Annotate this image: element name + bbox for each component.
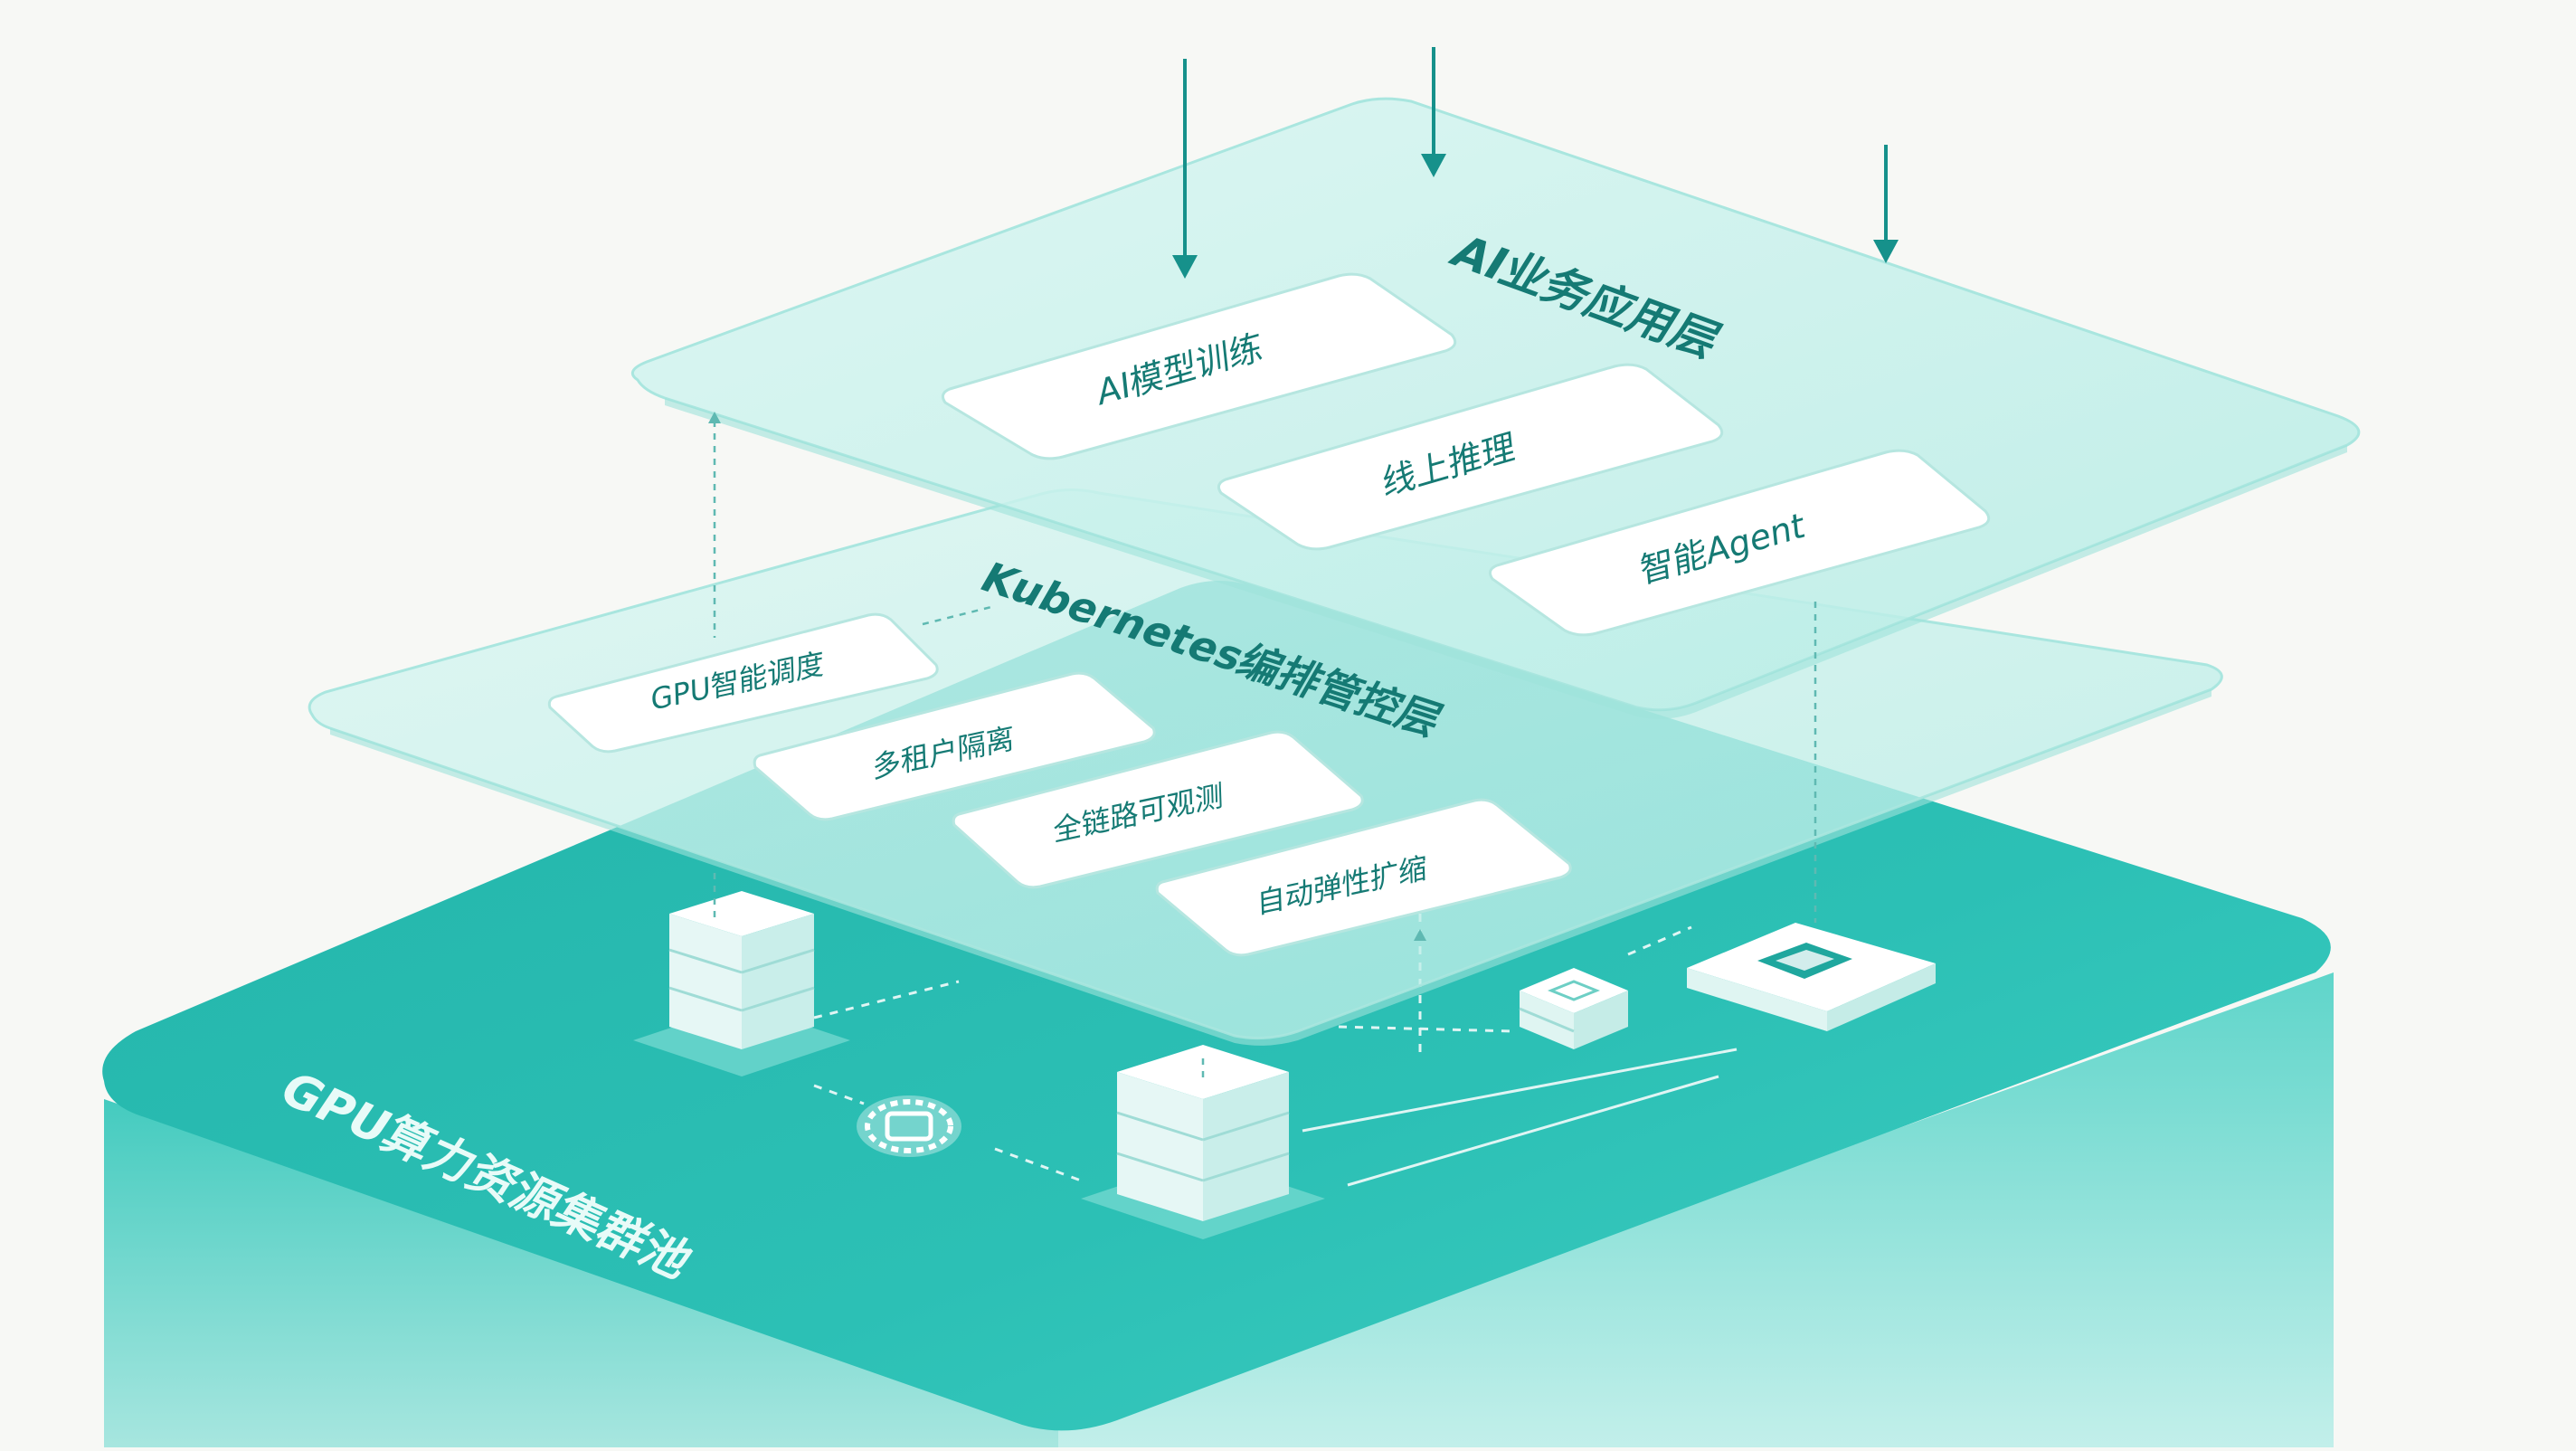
- floor-connectors: [813, 914, 1738, 1187]
- up-arrowheads: [708, 412, 1426, 941]
- module-card-observability[interactable]: 全链路可观测: [952, 730, 1364, 889]
- module-card-online-inference[interactable]: 线上推理: [1217, 363, 1724, 551]
- module-card-autoscaling[interactable]: 自动弹性扩缩: [1155, 798, 1572, 957]
- ai-application-layer: AI业务应用层 AI模型训练 线上推理 智能Agent: [630, 97, 2361, 719]
- layer-connectors: [713, 421, 1817, 1081]
- server-stack-icon: [633, 891, 850, 1076]
- connector-line: [1627, 925, 1692, 956]
- up-arrow-icon: [708, 412, 721, 423]
- gpu-chip-icon: [857, 1095, 961, 1157]
- module-card-gpu-scheduling[interactable]: GPU智能调度: [547, 612, 939, 754]
- module-card-smart-agent[interactable]: 智能Agent: [1488, 449, 1991, 637]
- up-arrow-icon: [1414, 929, 1426, 941]
- base-right-face: [1058, 972, 2334, 1447]
- connector-line: [1347, 1075, 1719, 1187]
- incoming-arrows: [1172, 47, 1899, 279]
- down-arrow-icon: [1172, 59, 1198, 279]
- module-card-model-training[interactable]: AI模型训练: [941, 272, 1457, 460]
- connector-line: [1302, 1048, 1738, 1133]
- down-arrow-icon: [1421, 47, 1446, 177]
- module-card-multi-tenant[interactable]: 多租户隔离: [753, 671, 1156, 821]
- down-arrow-icon: [1873, 145, 1899, 263]
- storage-icon: [1519, 968, 1628, 1049]
- network-device-icon: [1687, 923, 1936, 1031]
- connector-line: [1338, 1025, 1516, 1033]
